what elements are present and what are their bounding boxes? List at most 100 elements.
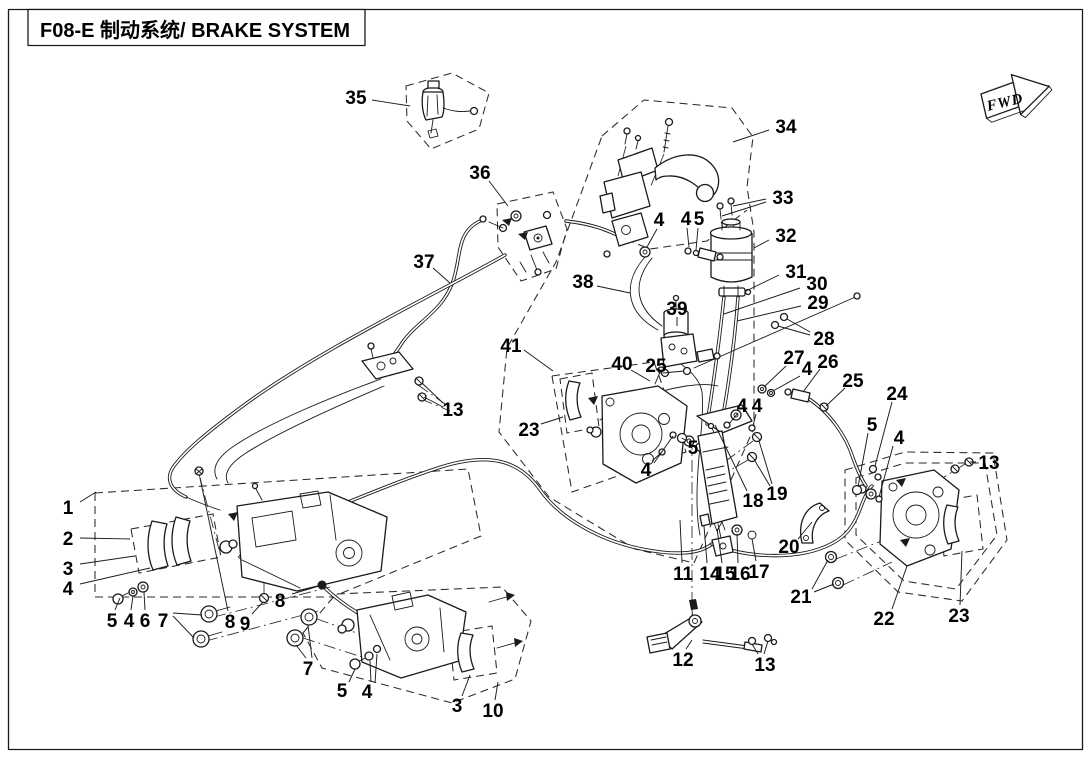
fwd-arrow-icon: FWD [980, 73, 1053, 123]
leader-line-18-30 [714, 424, 748, 492]
leader-line-4-59 [728, 412, 739, 425]
callout-label-4-56: 4 [362, 682, 373, 703]
callout-label-4-59: 4 [737, 396, 748, 417]
banjo-bolt-4 [639, 246, 651, 258]
leader-line-33-5 [721, 201, 767, 217]
callout-label-3-57: 3 [452, 696, 463, 717]
rod-fork [743, 641, 763, 653]
part-39-valve [660, 294, 721, 378]
outline-center-assembly [498, 99, 755, 564]
callout-label-1-43: 1 [63, 498, 74, 519]
leader-line-28-13 [786, 318, 811, 333]
callout-label-37-2: 37 [413, 252, 434, 273]
part-36-valve [479, 210, 553, 276]
outline-right-caliper-outer [844, 451, 1008, 602]
washer-16 [731, 524, 743, 536]
callout-label-13-26: 13 [442, 400, 463, 421]
right-caliper-body [879, 469, 960, 567]
leader-line-13-42 [763, 640, 769, 655]
washer-4 [128, 587, 138, 597]
leader-line-23-35 [959, 550, 963, 606]
leader-line-24-22 [874, 401, 893, 467]
foot-master-cylinder [696, 404, 763, 557]
callout-label-4-7: 4 [681, 209, 692, 230]
leader-line-34-4 [732, 129, 770, 143]
leader-line-25-17 [662, 370, 685, 374]
right-caliper-assembly [851, 457, 974, 567]
spring-15 [713, 520, 726, 533]
fwd-arrow-head [1010, 73, 1050, 116]
pedal-pad [646, 632, 671, 654]
leader-line-4-46 [79, 567, 151, 585]
leader-line-13-42 [751, 643, 759, 655]
rod-bolt-13a [747, 636, 757, 646]
leader-line-29-12 [736, 305, 802, 322]
banjo-5c [851, 484, 863, 496]
callout-label-32-9: 32 [775, 226, 796, 247]
callout-label-11-36: 11 [673, 564, 694, 585]
callout-label-35-0: 35 [345, 88, 367, 109]
callout-label-39-14: 39 [666, 299, 687, 320]
pipe-rear-upper [693, 294, 861, 369]
callout-label-23-35: 23 [948, 606, 969, 627]
ring-17 [747, 530, 757, 540]
callout-label-31-10: 31 [785, 262, 807, 283]
outline-bottom-pads [448, 625, 498, 681]
leader-line-33-5 [732, 198, 767, 207]
leader-line-36-1 [488, 180, 509, 207]
callout-label-34-4: 34 [775, 117, 797, 138]
clevis [711, 535, 734, 557]
fitting-26 [790, 388, 811, 403]
title-box [27, 8, 366, 47]
leader-line-5-8 [695, 227, 699, 251]
callout-label-14-37: 14 [699, 564, 721, 585]
callout-label-8-51: 8 [225, 612, 236, 633]
ring-6 [137, 581, 149, 593]
bolt-7c [286, 629, 304, 647]
leader-line-5-55 [348, 668, 356, 683]
callout-label-23-27: 23 [518, 420, 539, 441]
callout-label-20-32: 20 [778, 537, 799, 558]
callout-label-9-52: 9 [240, 614, 251, 635]
bolt-7b [192, 630, 210, 648]
leader-line-30-11 [723, 287, 801, 315]
callout-label-4-6: 4 [654, 210, 665, 231]
fwd-arrow-depth [986, 85, 1053, 123]
callout-label-7-50: 7 [158, 611, 169, 632]
outline-bottom-caliper [302, 586, 532, 704]
leader-line-38-3 [596, 285, 631, 294]
bottom-caliper-body [356, 594, 467, 679]
leader-line-11-36 [679, 519, 683, 564]
washer-24a [868, 464, 878, 474]
callout-label-12-41: 12 [672, 650, 693, 671]
bolt-21a [824, 550, 838, 564]
leader-line-13-26 [421, 382, 444, 404]
leader-line-4-56 [374, 653, 378, 684]
callout-label-8-53: 8 [275, 591, 286, 612]
leader-line-3-57 [461, 674, 471, 697]
callout-label-16-39: 16 [729, 564, 750, 585]
callout-label-36-1: 36 [469, 163, 490, 184]
callout-label-2-44: 2 [63, 529, 74, 550]
leader-line-4-24 [878, 445, 894, 498]
fitting-28b [779, 312, 789, 322]
leader-line-4-29 [653, 435, 674, 464]
leader-line-4-48 [130, 595, 134, 611]
callout-label-7-54: 7 [303, 659, 314, 680]
screw-33b [727, 197, 735, 205]
right-brake-pad [943, 504, 960, 545]
leader-line-37-2 [432, 267, 451, 284]
leader-line-7-54 [307, 624, 313, 659]
outline-right-pads [937, 494, 984, 557]
part-35-sensor [421, 80, 479, 139]
page-frame: F08-E 制动系统/ BRAKE SYSTEM [7, 8, 1084, 751]
part-32-reservoir [709, 197, 753, 298]
outline-left-caliper [94, 468, 482, 598]
leader-line-13-26 [423, 396, 444, 408]
bottom-brake-pad [457, 632, 475, 673]
leader-line-32-9 [753, 239, 770, 249]
leader-line-41-15 [523, 349, 554, 372]
